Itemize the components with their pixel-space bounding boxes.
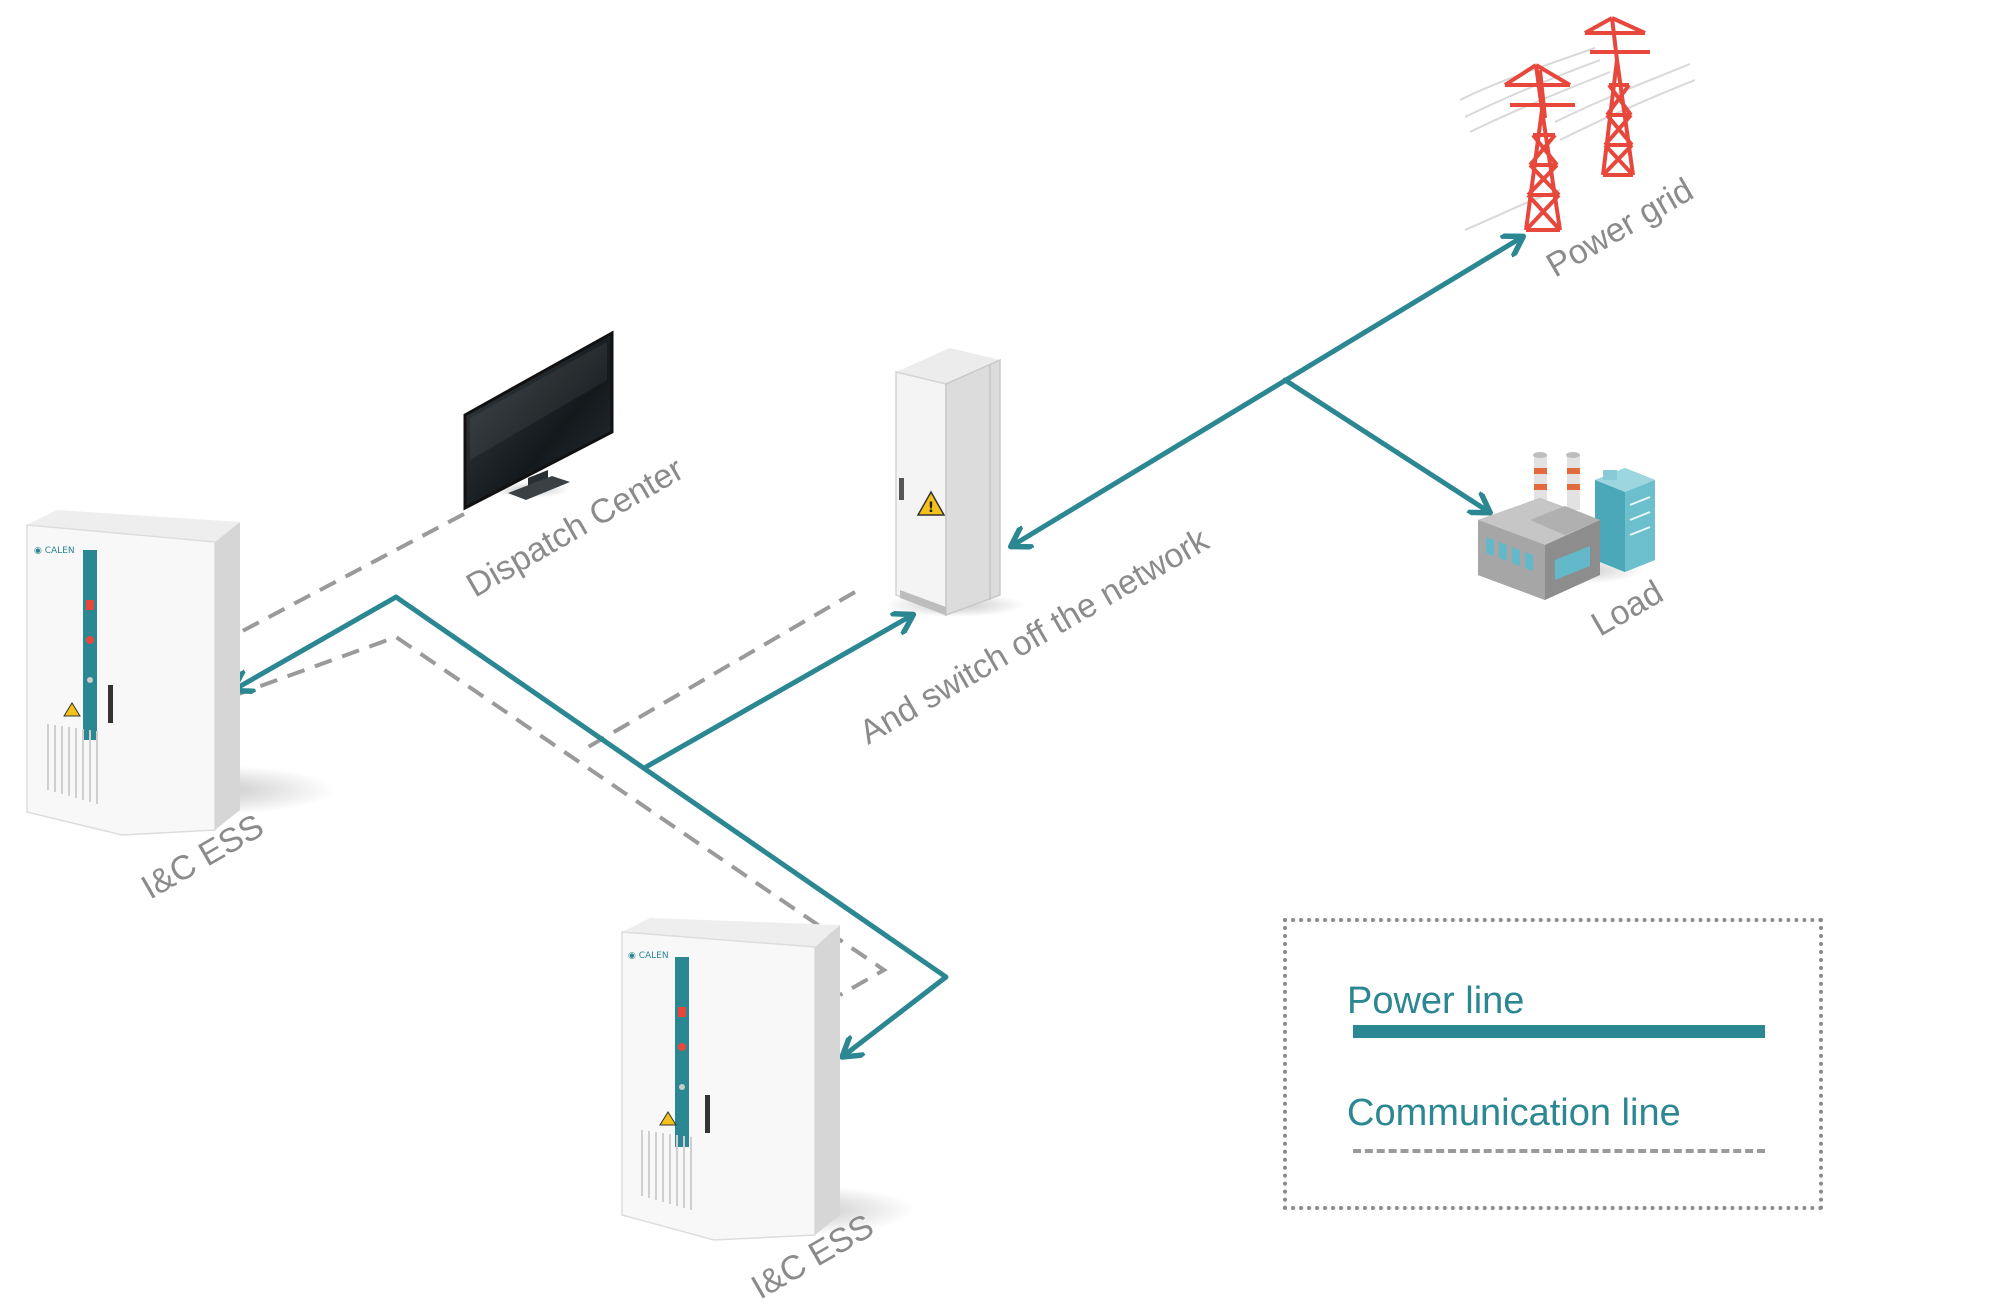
power-lines xyxy=(237,239,1519,1054)
switch-cabinet-icon: ! xyxy=(885,348,1025,617)
comm-line-ess xyxy=(232,634,888,997)
comm-line-dispatch xyxy=(232,512,465,638)
legend-communication-label: Communication line xyxy=(1347,1092,1681,1134)
power-tower-icon xyxy=(1459,16,1696,232)
load-label: Load xyxy=(1585,573,1670,644)
battery-cabinet-icon: ◉ CALEN xyxy=(621,918,915,1241)
power-grid-label: Power grid xyxy=(1540,171,1700,285)
power-line-load xyxy=(1282,377,1486,510)
comm-line-switch xyxy=(581,590,857,752)
legend-communication-swatch xyxy=(1353,1149,1765,1153)
legend: Power line Communication line xyxy=(1283,918,1823,1210)
svg-text:◉ CALEN: ◉ CALEN xyxy=(34,546,75,556)
legend-power-swatch xyxy=(1353,1025,1765,1038)
power-line-to-switch xyxy=(643,617,909,770)
battery-cabinet-icon: ◉ CALEN xyxy=(26,510,335,836)
power-line-bottom-ess xyxy=(393,594,949,1054)
power-line-grid-switch xyxy=(1015,239,1519,544)
svg-text:!: ! xyxy=(928,500,934,516)
power-line-left-ess xyxy=(237,594,399,688)
svg-text:◉ CALEN: ◉ CALEN xyxy=(628,951,669,961)
factory-icon xyxy=(1478,452,1655,600)
communication-lines xyxy=(232,512,888,997)
monitor-icon xyxy=(463,330,614,511)
legend-power-label: Power line xyxy=(1347,980,1525,1022)
